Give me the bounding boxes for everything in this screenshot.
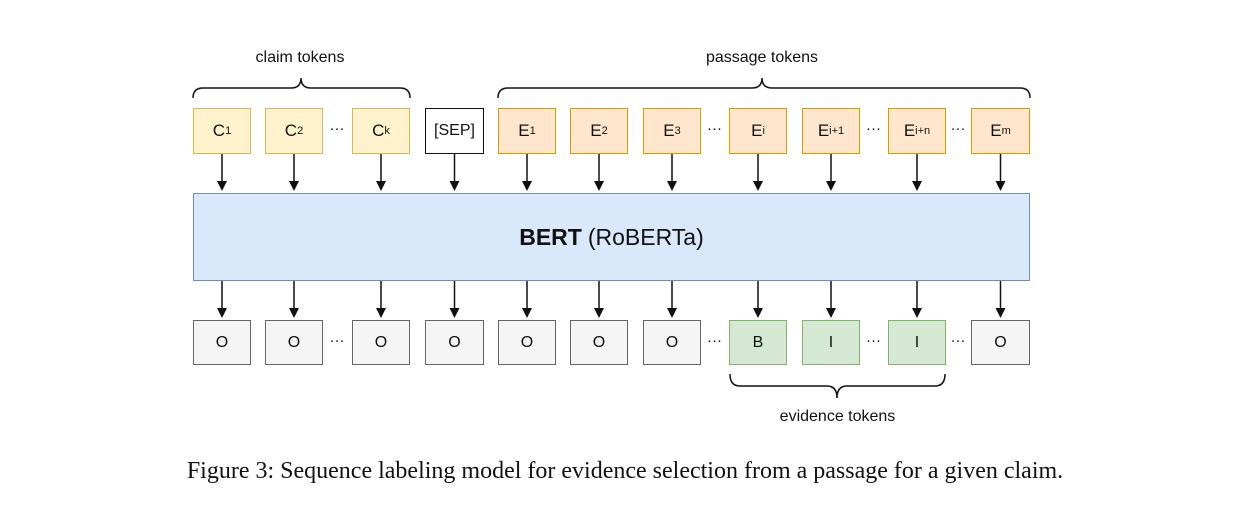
input-token-3: [SEP] bbox=[425, 108, 484, 154]
output-label-3: O bbox=[425, 320, 484, 365]
token-base: [SEP] bbox=[434, 122, 475, 139]
token-base: C bbox=[372, 121, 385, 140]
evidence-tokens-label: evidence tokens bbox=[779, 408, 896, 425]
passage-tokens-label: passage tokens bbox=[705, 49, 819, 66]
claim-tokens-label: claim tokens bbox=[255, 49, 345, 66]
token-subscript: i bbox=[762, 125, 765, 137]
token-base: E bbox=[751, 121, 763, 140]
token-subscript: k bbox=[384, 125, 390, 137]
token-subscript: 2 bbox=[297, 125, 304, 137]
output-label-4: O bbox=[498, 320, 556, 365]
input-ellipsis-0: ··· bbox=[329, 120, 345, 137]
token-subscript: 2 bbox=[601, 125, 608, 137]
output-label-8: I bbox=[802, 320, 860, 365]
sequence-labeling-diagram: claim tokens passage tokens evidence tok… bbox=[192, 49, 1031, 425]
input-ellipsis-2: ··· bbox=[866, 120, 881, 137]
token-subscript: 3 bbox=[674, 125, 681, 137]
token-subscript: m bbox=[1001, 125, 1011, 137]
output-label-1: O bbox=[265, 320, 323, 365]
output-label-7: B bbox=[729, 320, 787, 365]
bert-model-block: BERT (RoBERTa) bbox=[193, 193, 1030, 281]
input-ellipsis-3: ··· bbox=[950, 120, 966, 137]
output-ellipsis-2: ··· bbox=[866, 332, 881, 349]
token-base: E bbox=[518, 121, 530, 140]
bert-title: BERT bbox=[519, 223, 582, 250]
token-subscript: i+n bbox=[915, 125, 931, 137]
token-base: E bbox=[817, 121, 830, 140]
token-base: C bbox=[212, 121, 226, 140]
output-ellipsis-0: ··· bbox=[329, 332, 345, 349]
arrow-group bbox=[217, 154, 1006, 318]
evidence-brace bbox=[729, 373, 946, 399]
output-ellipsis-3: ··· bbox=[950, 332, 966, 349]
output-ellipsis-1: ··· bbox=[707, 332, 722, 349]
arrows-and-braces bbox=[192, 77, 1031, 399]
output-label-5: O bbox=[570, 320, 628, 365]
token-subscript: 1 bbox=[225, 125, 232, 137]
claim-brace bbox=[192, 77, 411, 99]
output-label-2: O bbox=[352, 320, 410, 365]
output-label-10: O bbox=[971, 320, 1030, 365]
output-label-9: I bbox=[888, 320, 946, 365]
token-base: E bbox=[990, 121, 1002, 140]
input-ellipsis-1: ··· bbox=[707, 120, 722, 137]
bert-variant: (RoBERTa) bbox=[587, 223, 704, 250]
figure-caption: Figure 3: Sequence labeling model for ev… bbox=[186, 458, 1064, 484]
token-subscript: 1 bbox=[529, 125, 536, 137]
token-subscript: i+1 bbox=[829, 125, 845, 137]
output-label-0: O bbox=[193, 320, 251, 365]
output-label-6: O bbox=[643, 320, 701, 365]
token-base: C bbox=[284, 121, 298, 140]
passage-brace bbox=[497, 77, 1031, 99]
token-base: E bbox=[663, 121, 675, 140]
token-base: E bbox=[903, 121, 916, 140]
token-base: E bbox=[590, 121, 602, 140]
